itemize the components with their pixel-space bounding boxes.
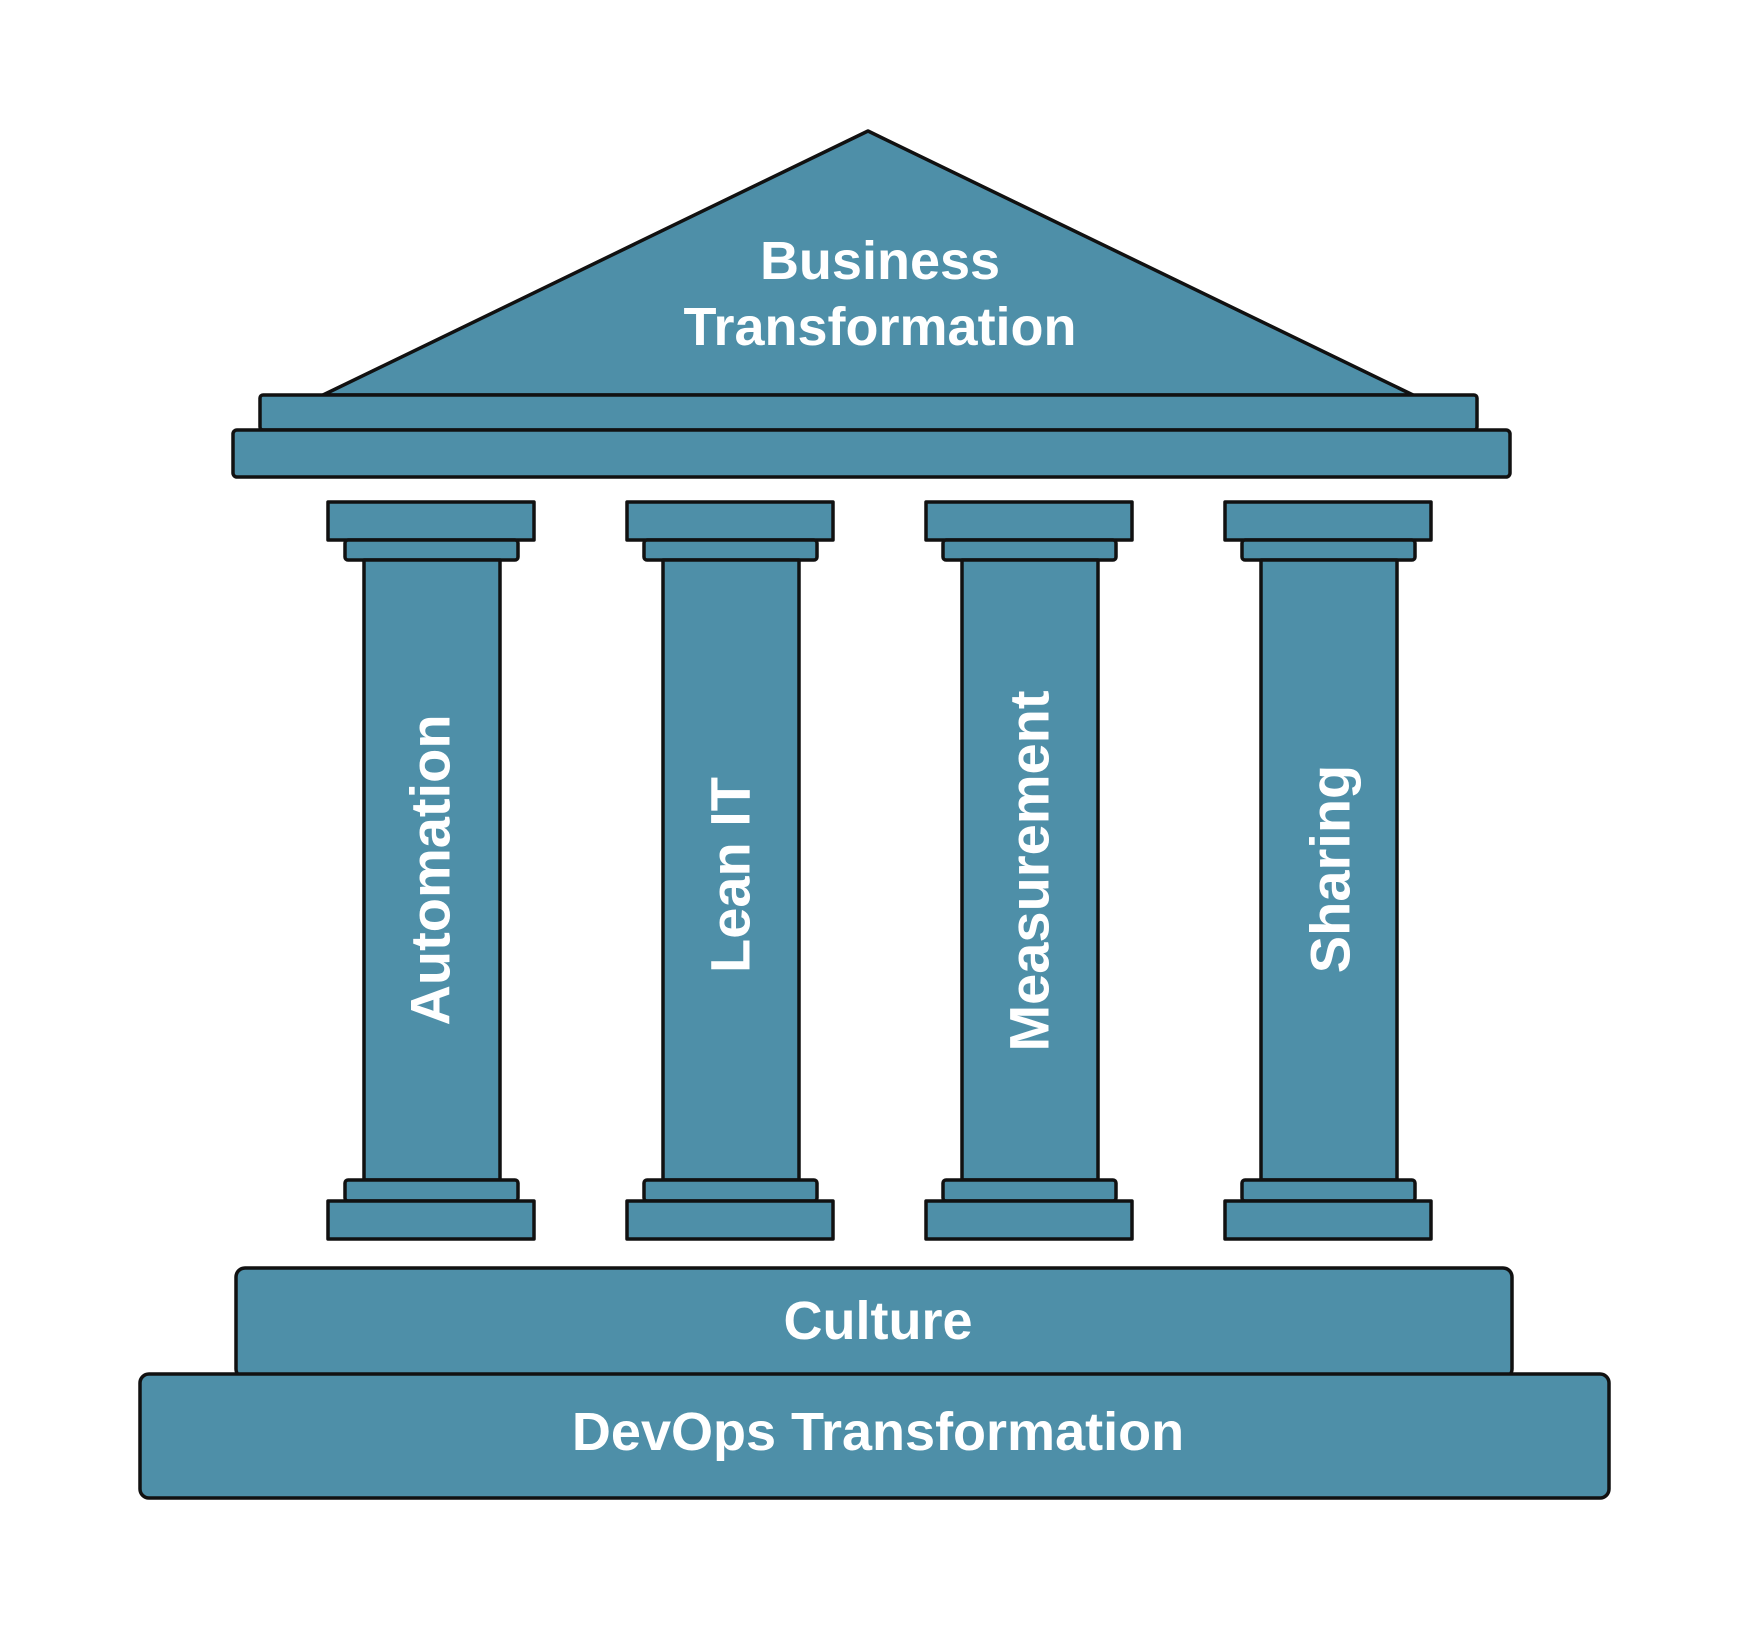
roof: Business Transformation [321,129,1415,397]
pillar-shaft [661,558,801,1182]
pillar-capital-bottom [941,538,1118,562]
pillar-capital-top [625,500,835,542]
pillar-capital-top [326,500,536,542]
roof-label-line-1: Business [760,231,1000,291]
pillar-capital-bottom [642,538,819,562]
pillar-base-top [941,1178,1118,1203]
pillar-shaft [1259,558,1399,1182]
pillar-sharing: Sharing [1223,500,1433,1241]
entablature-upper-beam [258,393,1479,432]
devops-label: DevOps Transformation [572,1402,1184,1462]
pillar-capital-bottom [343,538,520,562]
pillar-measurement: Measurement [924,500,1134,1241]
culture-label: Culture [784,1291,973,1351]
pillar-capital-top [1223,500,1433,542]
pillar-base-bottom [1223,1199,1433,1241]
pillar-capital-top [924,500,1134,542]
pillar-shaft [362,558,502,1182]
pillar-label: Lean IT [699,777,762,973]
pillar-label: Sharing [1299,765,1362,973]
pillar-label: Automation [399,714,462,1025]
pillar-base-bottom [924,1199,1134,1241]
pillar-base-bottom [625,1199,835,1241]
pillar-base-top [642,1178,819,1203]
pillar-base-top [343,1178,520,1203]
pillar-capital-bottom [1240,538,1417,562]
pillar-lean-it: Lean IT [625,500,835,1241]
pillar-base-top [1240,1178,1417,1203]
pillar-automation: Automation [326,500,536,1241]
pillar-base-bottom [326,1199,536,1241]
foundation: Culture DevOps Transformation [138,1266,1611,1500]
roof-label-line-2: Transformation [683,297,1076,357]
entablature-lower-beam [231,428,1512,479]
entablature [231,393,1512,479]
pillar-label: Measurement [998,690,1061,1051]
pillar-shaft [960,558,1100,1182]
devops-base [138,1372,1611,1500]
